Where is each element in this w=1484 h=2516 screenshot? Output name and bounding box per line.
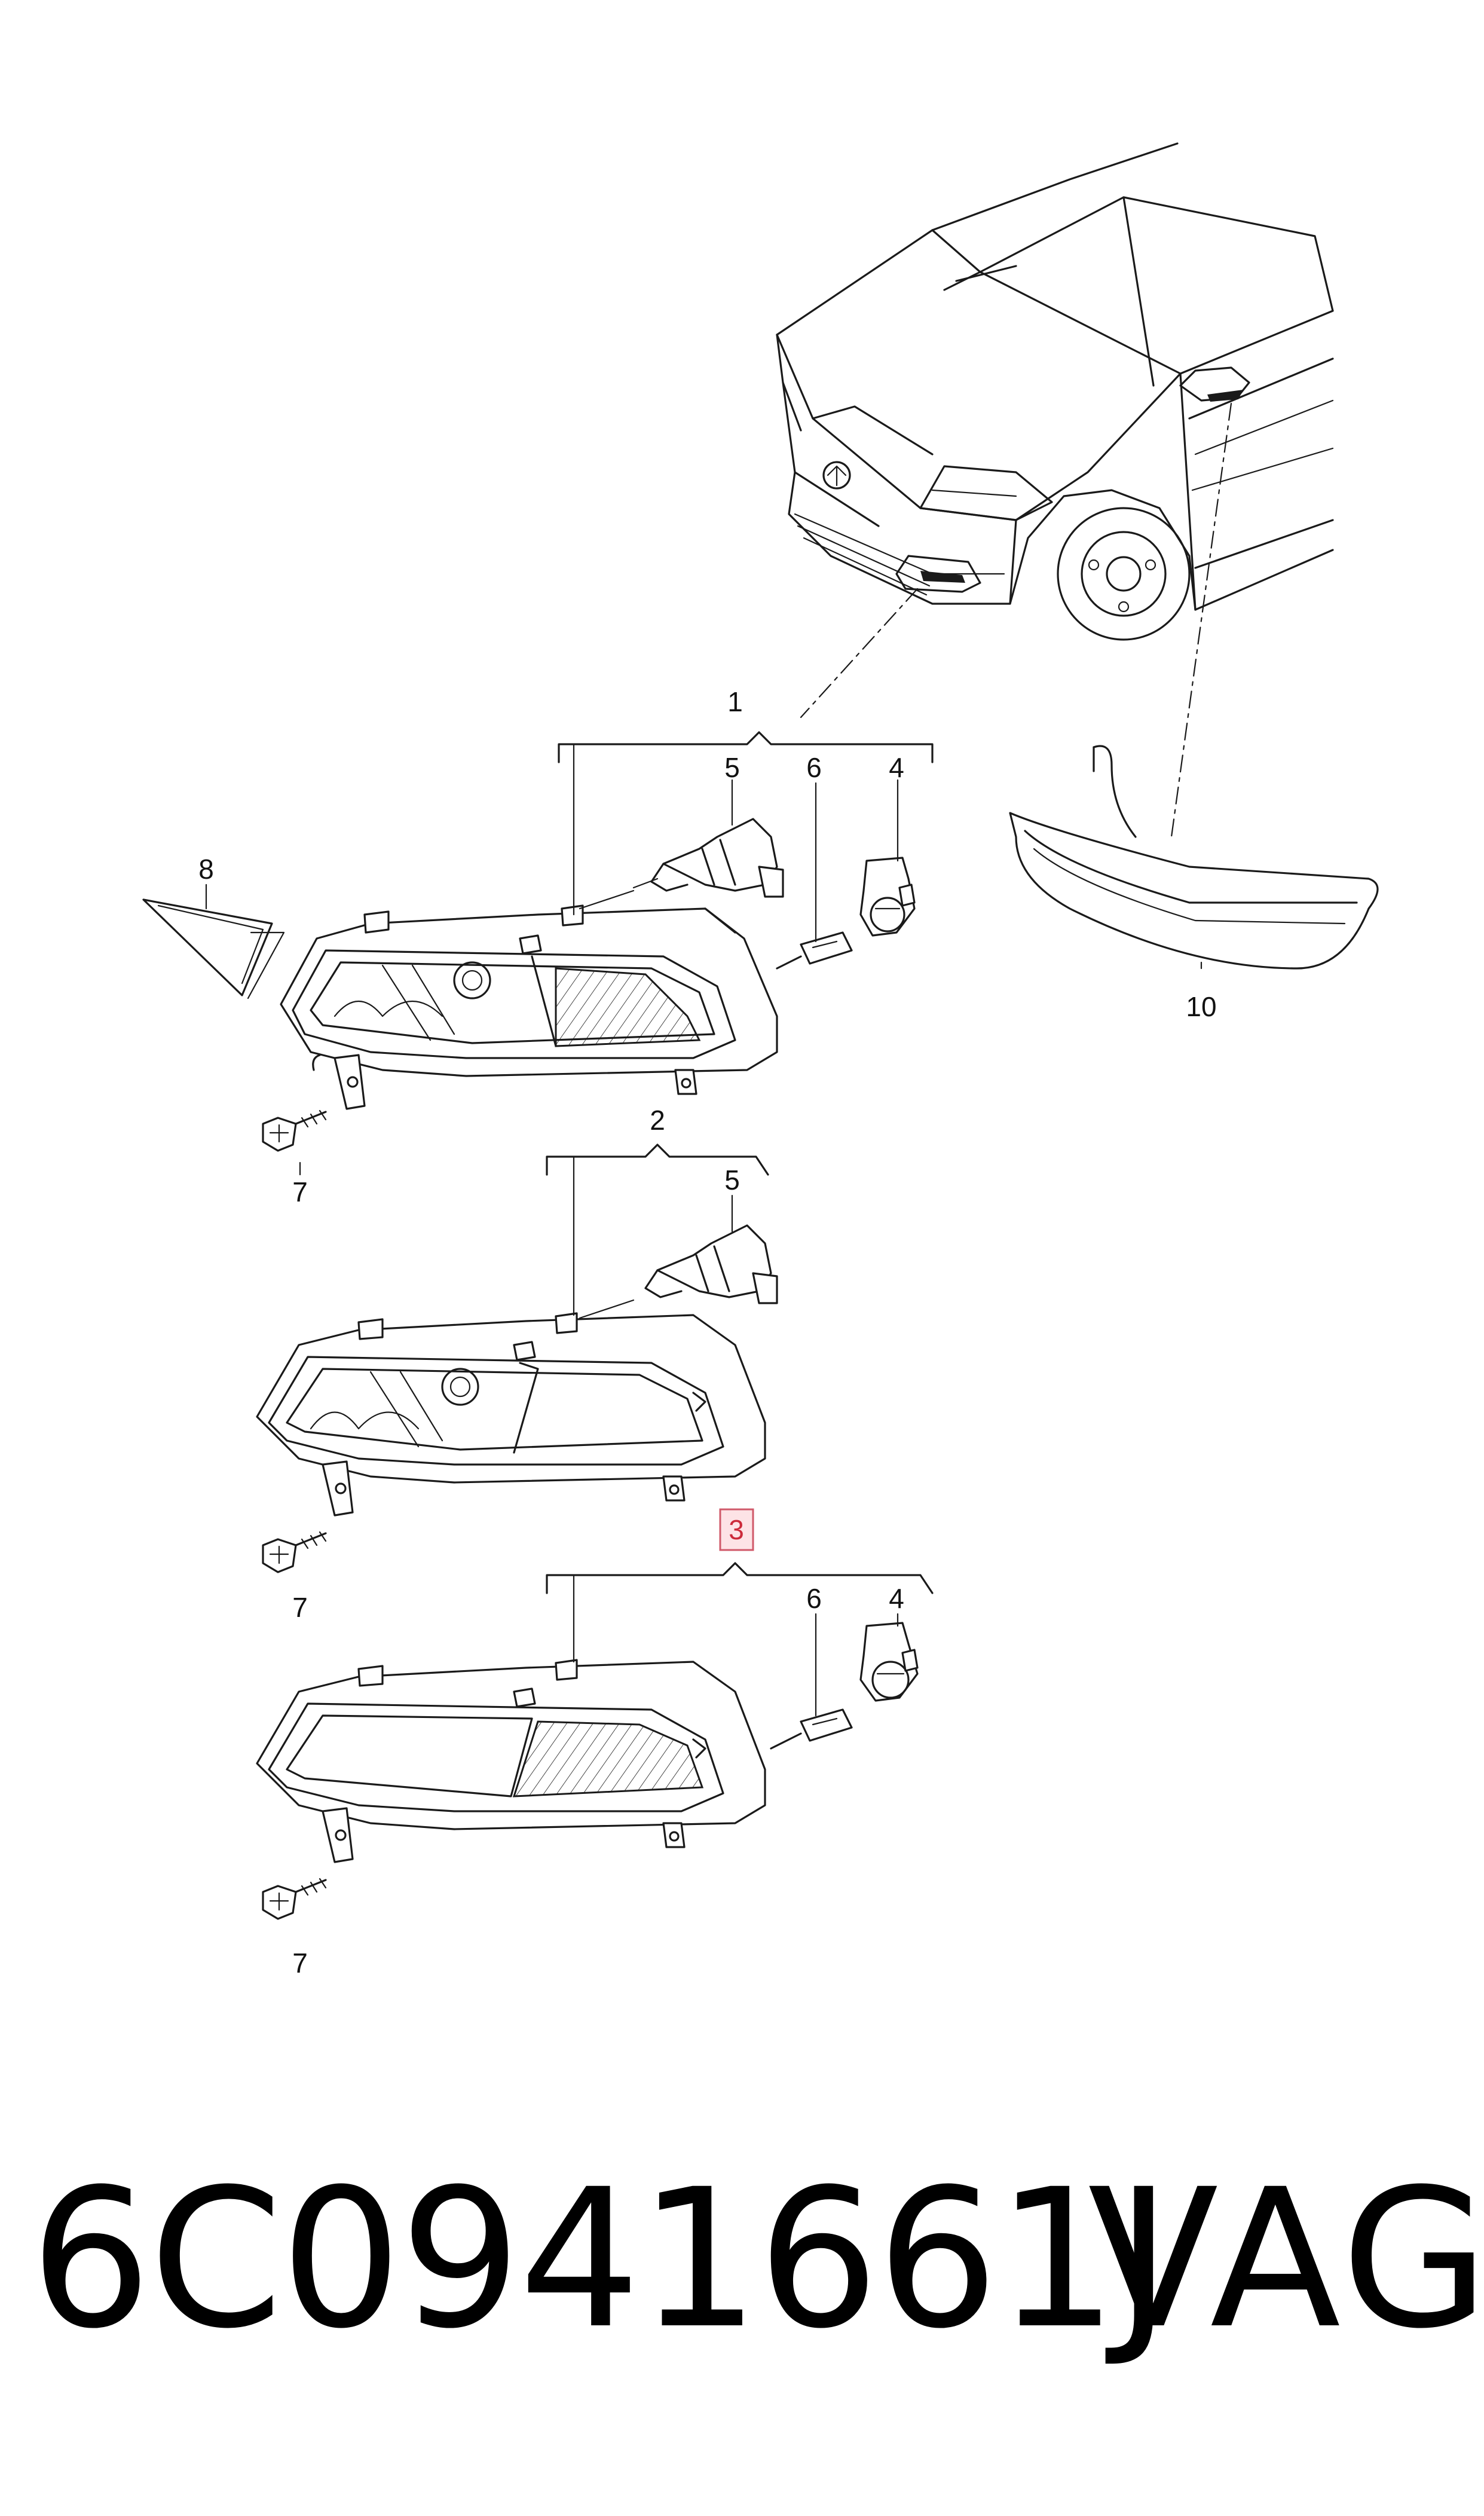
callout-3[interactable]: 3: [729, 1514, 744, 1545]
group-bracket-3: [546, 1562, 934, 1594]
callout-4-top[interactable]: 4: [889, 752, 904, 783]
part-number: 6C0941661J: [30, 2148, 1172, 2371]
screw-7-top: [262, 1109, 327, 1152]
group-bracket-1: [558, 731, 934, 763]
bulb-5-top: [632, 818, 784, 898]
bulb-5-middle: [644, 1224, 778, 1304]
callout-1[interactable]: 1: [727, 686, 743, 717]
callout-8[interactable]: 8: [198, 854, 214, 885]
leader-bulb2-to-housing: [579, 1299, 635, 1319]
callout-5-middle[interactable]: 5: [724, 1164, 740, 1196]
group-bracket-2: [546, 1144, 769, 1176]
bulb-6-bottom: [770, 1708, 853, 1750]
socket-4-top: [859, 857, 916, 937]
fog-light-3: [256, 1659, 766, 1863]
mirror-cap-assembly: [1009, 745, 1379, 970]
callout-7-bottom[interactable]: 7: [292, 1948, 308, 1979]
trim-cover-8: [142, 898, 285, 999]
socket-4-bottom: [859, 1622, 919, 1702]
callout-3-highlight: [719, 1508, 754, 1551]
callout-7-top[interactable]: 7: [292, 1176, 308, 1207]
callout-5-top[interactable]: 5: [724, 752, 740, 783]
callout-10[interactable]: 10: [1186, 991, 1216, 1022]
bulb-6-top: [776, 931, 853, 970]
callout-4-bottom[interactable]: 4: [889, 1583, 904, 1614]
leader-bulb-to-housing: [579, 889, 635, 910]
callout-7-middle[interactable]: 7: [292, 1592, 308, 1623]
screw-7-middle: [262, 1531, 327, 1573]
fog-light-1: [280, 904, 778, 1110]
brand-name: VAG: [1088, 2148, 1484, 2371]
callout-6-top[interactable]: 6: [806, 752, 822, 783]
fog-light-2: [256, 1312, 766, 1517]
screw-7-bottom: [262, 1878, 327, 1920]
callout-2[interactable]: 2: [650, 1105, 665, 1136]
callout-6-bottom[interactable]: 6: [806, 1583, 822, 1614]
footer: 6C0941661J VAG: [0, 2152, 1484, 2367]
leader-fog-light: [800, 588, 919, 719]
leader-mirror-cap: [1170, 402, 1232, 838]
car-illustration: [776, 142, 1334, 641]
